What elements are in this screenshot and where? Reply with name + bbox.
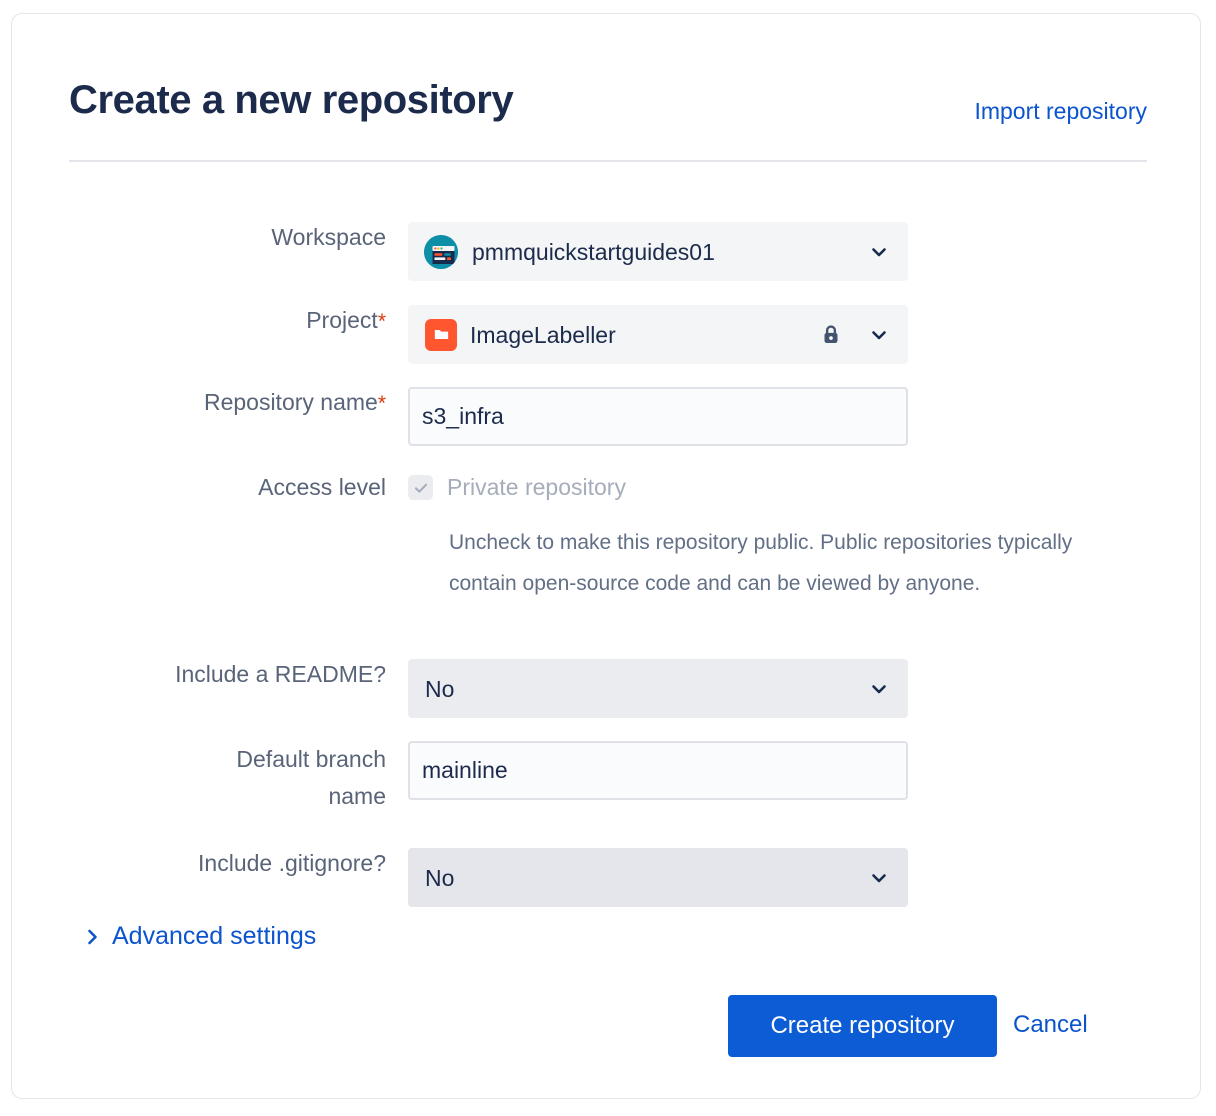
private-repository-label: Private repository — [447, 474, 626, 500]
project-label: Project* — [76, 305, 408, 337]
default-branch-label-line2: name — [328, 783, 386, 809]
include-gitignore-select[interactable]: No — [408, 848, 908, 907]
project-select[interactable]: ImageLabeller — [408, 305, 908, 364]
repository-name-required-marker: * — [377, 392, 386, 415]
project-label-text: Project — [306, 307, 378, 333]
advanced-settings-toggle[interactable]: Advanced settings — [84, 922, 316, 951]
include-readme-value: No — [425, 675, 455, 702]
project-value: ImageLabeller — [470, 321, 616, 348]
import-repository-link[interactable]: Import repository — [974, 98, 1147, 124]
create-repository-card: Create a new repository Import repositor… — [11, 13, 1201, 1099]
default-branch-input[interactable] — [408, 741, 908, 800]
chevron-right-icon — [84, 928, 102, 946]
workspace-row: Workspace pmmqu — [76, 222, 908, 281]
access-level-help-text: Uncheck to make this repository public. … — [449, 531, 1073, 595]
project-required-marker: * — [377, 310, 386, 333]
include-readme-select[interactable]: No — [408, 659, 908, 718]
advanced-settings-label: Advanced settings — [112, 922, 317, 950]
private-repository-checkbox-group[interactable]: Private repository — [408, 472, 626, 502]
include-gitignore-value: No — [425, 864, 455, 891]
workspace-select[interactable]: pmmquickstartguides01 — [408, 222, 908, 281]
include-readme-label: Include a README? — [175, 661, 386, 687]
page-title: Create a new repository — [69, 78, 514, 122]
workspace-value: pmmquickstartguides01 — [472, 238, 715, 265]
cancel-button[interactable]: Cancel — [1013, 1011, 1088, 1038]
include-readme-row: Include a README? No — [76, 659, 908, 718]
lock-icon — [818, 322, 844, 348]
workspace-avatar-icon — [424, 234, 458, 269]
default-branch-label: Default branch name — [76, 741, 408, 815]
folder-icon — [425, 318, 457, 351]
chevron-down-icon — [869, 679, 889, 699]
access-level-label: Access level — [258, 474, 386, 500]
repository-name-row: Repository name* — [76, 387, 908, 446]
include-gitignore-label: Include .gitignore? — [198, 850, 386, 876]
access-level-row: Access level Private repository — [76, 472, 626, 502]
default-branch-label-line1: Default branch — [236, 746, 386, 772]
chevron-down-icon — [869, 242, 889, 262]
private-repository-checkbox[interactable] — [408, 475, 433, 500]
repository-name-input[interactable] — [408, 387, 908, 446]
workspace-label: Workspace — [271, 224, 386, 250]
repository-name-label: Repository name* — [76, 387, 408, 419]
check-icon — [414, 483, 427, 493]
chevron-down-icon — [869, 868, 889, 888]
include-gitignore-row: Include .gitignore? No — [76, 848, 908, 907]
default-branch-row: Default branch name — [76, 741, 908, 815]
create-repository-button[interactable]: Create repository — [728, 995, 997, 1057]
chevron-down-icon — [869, 325, 889, 345]
repository-name-label-text: Repository name — [203, 389, 378, 415]
project-row: Project* ImageLabeller — [76, 305, 908, 364]
dialog-header: Create a new repository Import repositor… — [69, 76, 1147, 162]
